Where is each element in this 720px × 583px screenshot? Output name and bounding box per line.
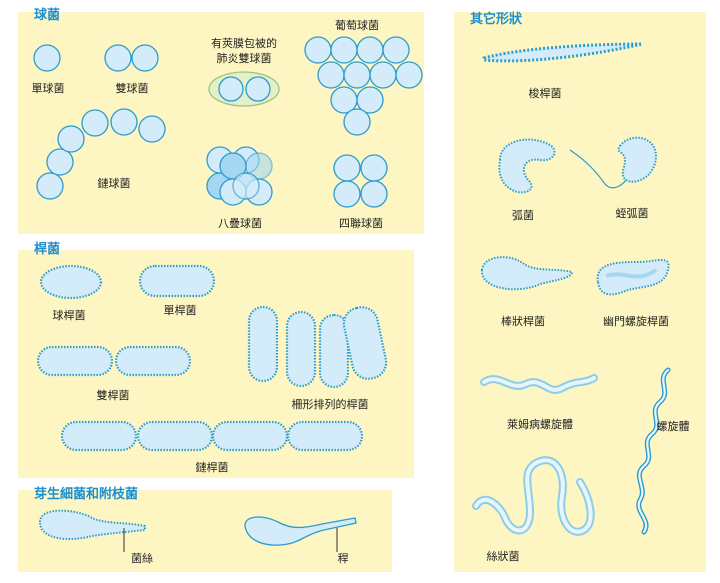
label-sarcina: 八疊球菌 (218, 217, 262, 230)
corynebacterium (480, 256, 574, 291)
bacilli-title: 桿菌 (34, 242, 61, 257)
streptobacillus (60, 420, 364, 452)
label-palisade: 柵形排列的桿菌 (291, 398, 369, 411)
label-vibrio: 弧菌 (512, 209, 534, 222)
caulobacter (244, 516, 357, 546)
other-shapes-title: 其它形狀 (470, 12, 523, 27)
label-stalk: 稈 (337, 552, 349, 565)
label-capsule-line1: 有莢膜包被的 (211, 37, 277, 50)
label-coccobacillus: 球桿菌 (52, 309, 86, 322)
palisade-bacilli (247, 305, 388, 389)
vibrio (498, 138, 556, 194)
borrelia (480, 374, 598, 394)
capsule-pneumococcus (208, 71, 280, 107)
single-bacillus (138, 264, 216, 298)
label-staphylococcus: 葡萄球菌 (335, 19, 379, 32)
label-capsule-line2: 肺炎雙球菌 (216, 52, 272, 65)
diplococcus (104, 44, 159, 72)
fusobacterium (482, 42, 643, 63)
filamentous-bacterium (472, 456, 595, 536)
label-spirochete: 螺旋體 (656, 420, 690, 433)
label-streptococcus: 鏈球菌 (97, 177, 131, 190)
single-coccus (33, 44, 61, 72)
label-diplobacillus: 雙桿菌 (96, 389, 130, 402)
label-streptobacillus: 鏈桿菌 (195, 461, 229, 474)
label-single-coccus: 單球菌 (31, 82, 65, 95)
cocci-title: 球菌 (34, 8, 61, 23)
staphylococcus (304, 36, 423, 136)
spirochete (636, 367, 671, 535)
label-single-bacillus: 單桿菌 (163, 304, 197, 317)
label-corynebacterium: 棒狀桿菌 (501, 315, 545, 328)
hyphomicrobium (38, 509, 146, 541)
label-fusobacterium: 梭桿菌 (528, 87, 562, 100)
bdellovibrio (569, 136, 658, 189)
diplobacillus (36, 345, 192, 377)
coccobacillus (39, 264, 103, 300)
label-hypha: 菌絲 (131, 552, 153, 565)
label-bdellovibrio: 蛭弧菌 (615, 207, 649, 220)
label-borrelia: 萊姆病螺旋體 (507, 418, 573, 431)
sarcina (206, 146, 273, 206)
helicobacter (596, 259, 670, 296)
budding-title: 芽生細菌和附枝菌 (34, 487, 139, 502)
label-helicobacter: 幽門螺旋桿菌 (603, 315, 669, 328)
streptococcus (36, 108, 166, 200)
tetrad (333, 154, 388, 208)
label-diplococcus: 雙球菌 (115, 82, 149, 95)
label-tetrad: 四聯球菌 (339, 217, 383, 230)
label-filament: 絲狀菌 (486, 550, 520, 563)
